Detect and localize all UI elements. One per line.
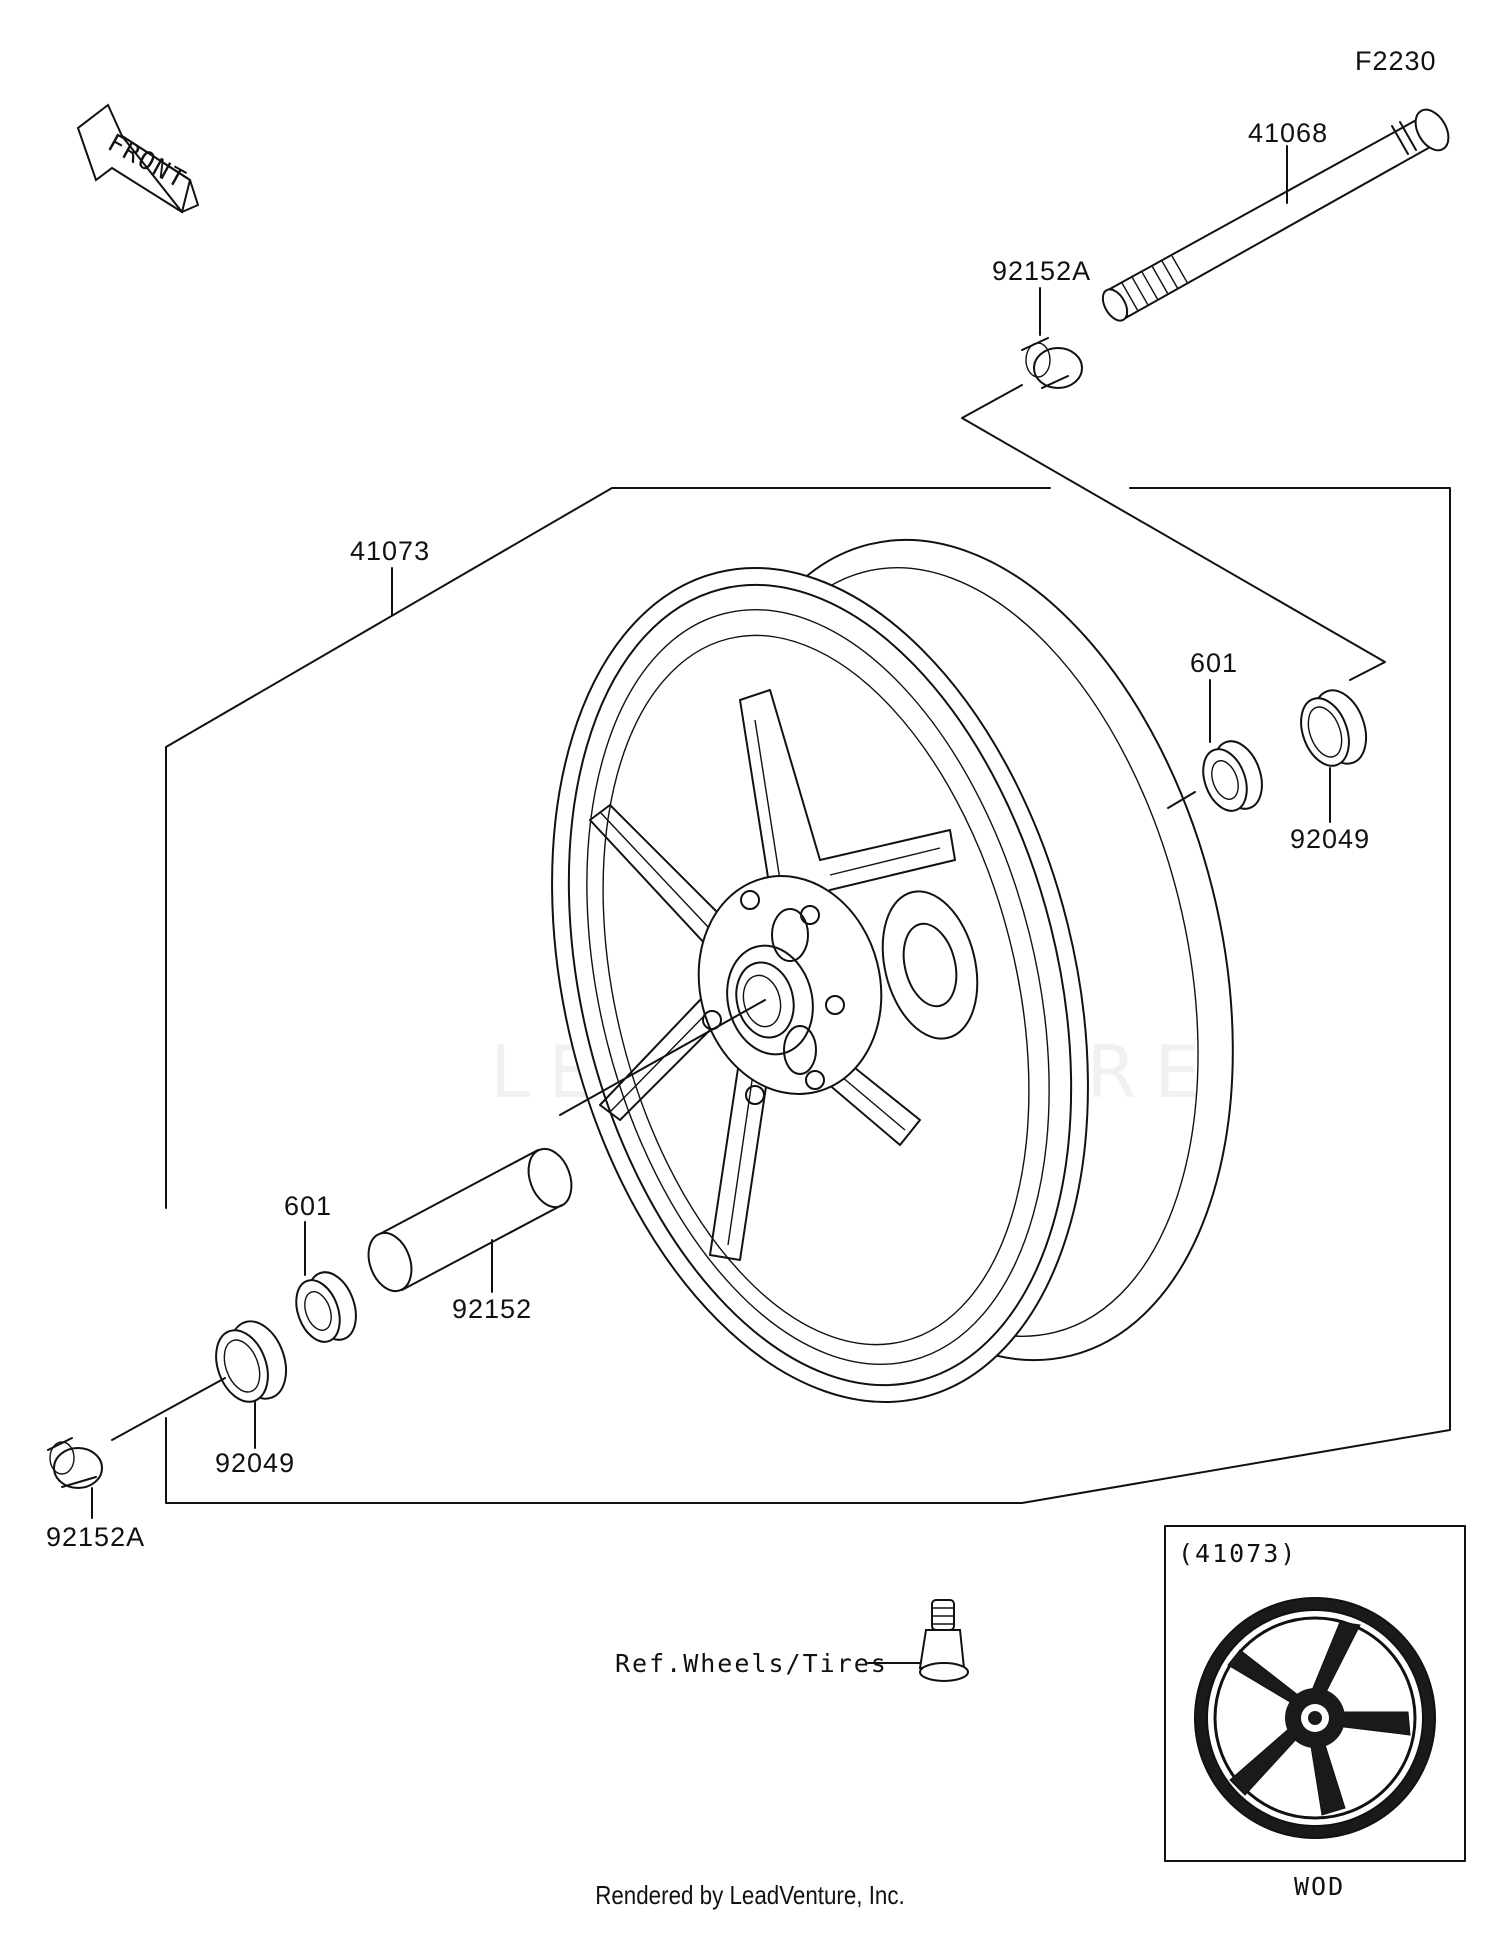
inset-wheel-icon (1194, 1597, 1436, 1839)
label-collar-bottom: 92152A (46, 1522, 145, 1552)
label-bearing-left: 601 (284, 1191, 332, 1221)
collar-bottom-part (47, 1437, 103, 1489)
valve-ref-label: Ref.Wheels/Tires (615, 1649, 888, 1678)
axle-part (1101, 108, 1450, 322)
bearing-left-part (295, 1271, 357, 1343)
label-axle: 41068 (1248, 118, 1328, 148)
wheel-part (551, 538, 1234, 1403)
spacer-part (367, 1147, 573, 1293)
footer-credit: Rendered by LeadVenture, Inc. (595, 1880, 905, 1910)
label-seal-right: 92049 (1290, 824, 1370, 854)
seal-left-part (215, 1320, 288, 1403)
label-bearing-right: 601 (1190, 648, 1238, 678)
bearing-right-part (1202, 740, 1263, 812)
label-collar-top: 92152A (992, 256, 1091, 286)
label-seal-left: 92049 (215, 1448, 295, 1478)
inset-title: (41073) (1178, 1539, 1297, 1568)
seal-right-part (1300, 689, 1368, 767)
diagram-code: F2230 (1355, 46, 1437, 76)
label-wheel: 41073 (350, 536, 430, 566)
inset-box (1164, 1525, 1466, 1862)
inset-caption: WOD (1294, 1872, 1345, 1901)
label-spacer: 92152 (452, 1294, 532, 1324)
valve-stem-icon (918, 1599, 969, 1682)
front-arrow-icon: FRONT (76, 103, 199, 214)
collar-top-part (1021, 337, 1083, 389)
